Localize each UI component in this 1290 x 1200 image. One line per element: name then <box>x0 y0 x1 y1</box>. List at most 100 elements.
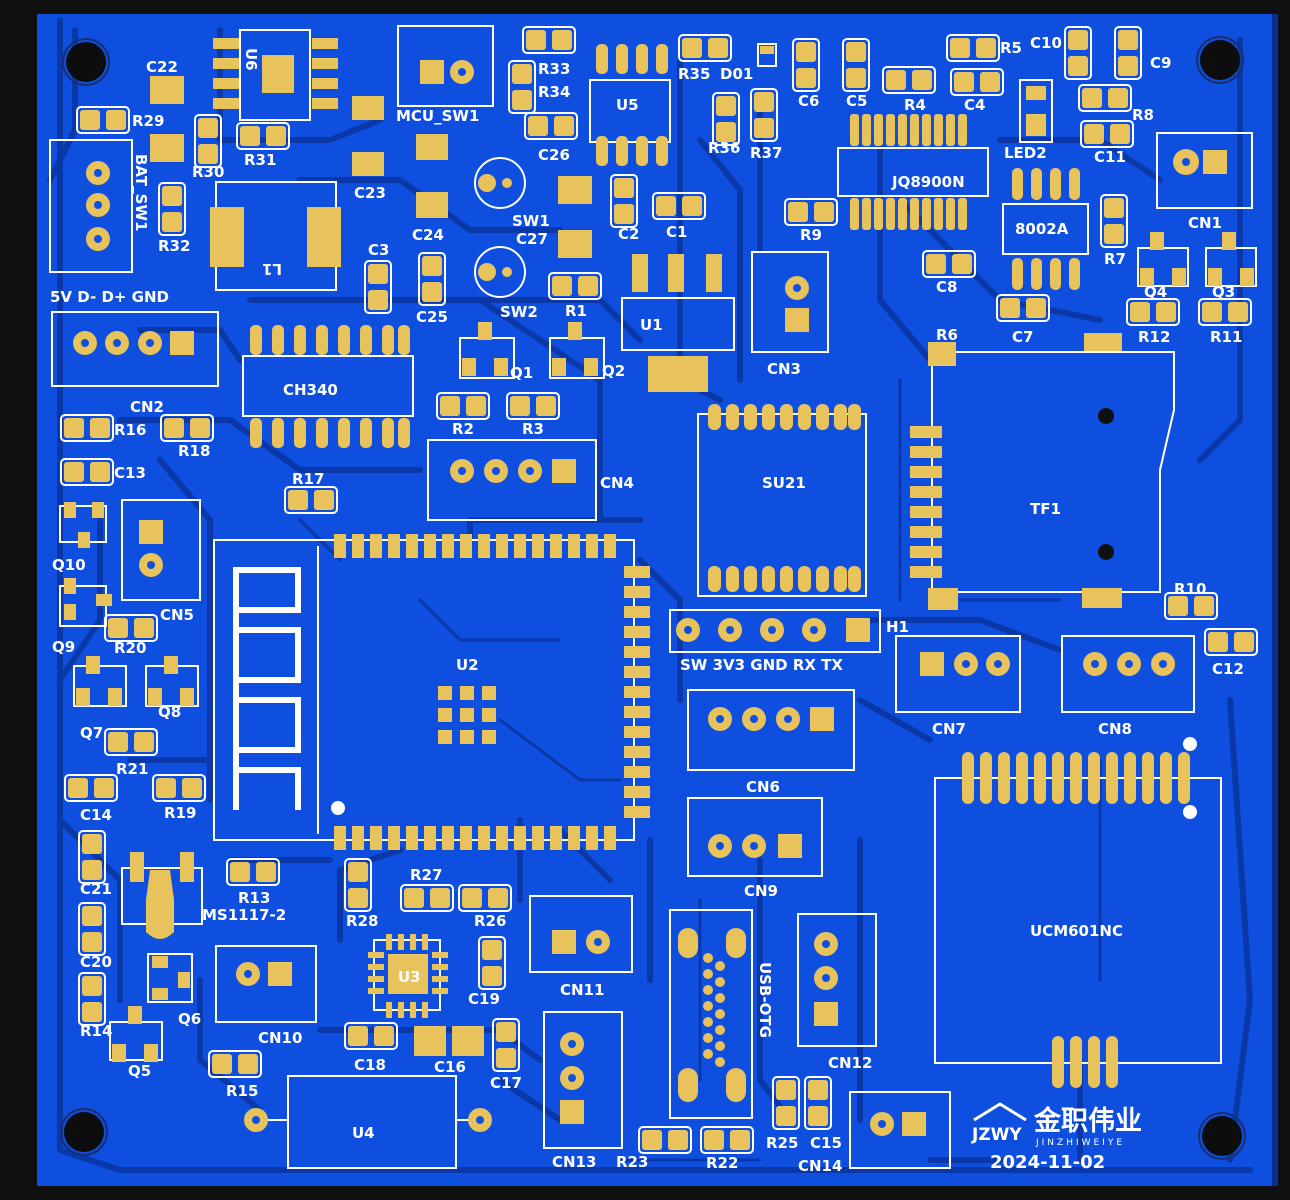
label-l1: L1 <box>262 260 282 278</box>
label-cn8: CN8 <box>1098 720 1132 738</box>
passive-outline <box>506 392 560 420</box>
ic-8002a-chip <box>1002 168 1089 290</box>
mounting-holes <box>60 36 1246 1160</box>
label-r1: R1 <box>565 302 587 320</box>
passive-pad <box>182 778 202 798</box>
led2-diode <box>1019 79 1053 143</box>
label-c7: C7 <box>1012 328 1033 346</box>
label-r6: R6 <box>936 326 958 344</box>
label-c13: C13 <box>114 464 146 482</box>
passive-pad <box>1068 30 1088 50</box>
passive-pad <box>162 212 182 232</box>
passive-outline <box>208 1050 262 1078</box>
cn2-connector <box>51 311 219 387</box>
passive-pad <box>512 64 532 84</box>
passive-pad <box>108 618 128 638</box>
ms1117-regulator <box>121 852 203 939</box>
label-c16: C16 <box>434 1058 466 1076</box>
passive-pad <box>682 38 702 58</box>
label-q7: Q7 <box>80 724 103 742</box>
cn4-connector <box>427 439 597 521</box>
passive-outline <box>492 1018 520 1072</box>
label-c25: C25 <box>416 308 448 326</box>
label-sw2: SW2 <box>500 303 538 321</box>
passive-outline <box>712 92 740 146</box>
l1-inductor <box>210 181 341 291</box>
cn6-connector <box>687 689 855 771</box>
label-cn6: CN6 <box>746 778 780 796</box>
passive-pad <box>198 118 218 138</box>
label-r26: R26 <box>474 912 506 930</box>
passive-pad <box>348 888 368 908</box>
passive-pad <box>716 96 736 116</box>
passive-pad <box>82 1002 102 1022</box>
passive-pad <box>776 1106 796 1126</box>
label-r4: R4 <box>904 96 926 114</box>
passive-pad <box>82 906 102 926</box>
label-r32: R32 <box>158 237 190 255</box>
passive-pad <box>1194 596 1214 616</box>
passive-pad <box>682 196 702 216</box>
label-c17: C17 <box>490 1074 522 1092</box>
cn5-connector <box>121 499 201 601</box>
label-r9: R9 <box>800 226 822 244</box>
cn3-connector <box>751 251 829 353</box>
passive-pad <box>1068 56 1088 76</box>
passive-pad <box>1208 632 1228 652</box>
label-q9: Q9 <box>52 638 75 656</box>
passive-pad <box>554 116 574 136</box>
passive-pad <box>430 888 450 908</box>
label-8002a: 8002A <box>1015 220 1069 238</box>
label-c9: C9 <box>1150 54 1171 72</box>
passive-outline <box>60 458 114 486</box>
label-q6: Q6 <box>178 1010 201 1028</box>
passive-outline <box>1064 26 1092 80</box>
label-cn4: CN4 <box>600 474 634 492</box>
passive-pad <box>1202 302 1222 322</box>
passive-outline <box>524 112 578 140</box>
passive-pad <box>552 30 572 50</box>
label-c23: C23 <box>354 184 386 202</box>
passive-pad <box>1082 88 1102 108</box>
label-led2: LED2 <box>1004 144 1047 162</box>
passive-pad <box>808 1106 828 1126</box>
passive-pad <box>716 122 736 142</box>
passive-outline <box>750 88 778 142</box>
passive-outline <box>1078 84 1132 112</box>
passive-pad <box>656 196 676 216</box>
passive-outline <box>344 858 372 912</box>
passive-outline <box>1100 194 1128 248</box>
passive-outline <box>678 34 732 62</box>
passive-pad <box>846 68 866 88</box>
label-r2: R2 <box>452 420 474 438</box>
passive-pad <box>466 396 486 416</box>
label-r10: R10 <box>1174 580 1206 598</box>
usb-otg-port <box>669 909 753 1119</box>
label-c20: C20 <box>80 953 112 971</box>
passive-pad <box>796 42 816 62</box>
label-c19: C19 <box>468 990 500 1008</box>
label-q1: Q1 <box>510 364 533 382</box>
passive-pad <box>754 118 774 138</box>
passive-pad <box>348 862 368 882</box>
passive-pad <box>488 888 508 908</box>
label-r19: R19 <box>164 804 196 822</box>
label-r33: R33 <box>538 60 570 78</box>
label-r8: R8 <box>1132 106 1154 124</box>
logo-letters: JZWY <box>971 1125 1022 1145</box>
passive-pad <box>374 1026 394 1046</box>
passive-pad <box>256 862 276 882</box>
cn7-connector <box>895 635 1021 713</box>
passive-outline <box>78 830 106 884</box>
label-r13: R13 <box>238 889 270 907</box>
passive-outline <box>804 1076 832 1130</box>
passive-pad <box>788 202 808 222</box>
passive-pad <box>462 888 482 908</box>
passive-outline <box>78 902 106 956</box>
brand-logo: JZWY 金职伟业 JINZHIWEIYE 2024-11-02 <box>971 1102 1142 1173</box>
passive-outline <box>508 60 536 114</box>
passive-pad <box>156 778 176 798</box>
label-c2: C2 <box>618 225 639 243</box>
label-r15: R15 <box>226 1082 258 1100</box>
label-u6: U6 <box>242 48 260 71</box>
